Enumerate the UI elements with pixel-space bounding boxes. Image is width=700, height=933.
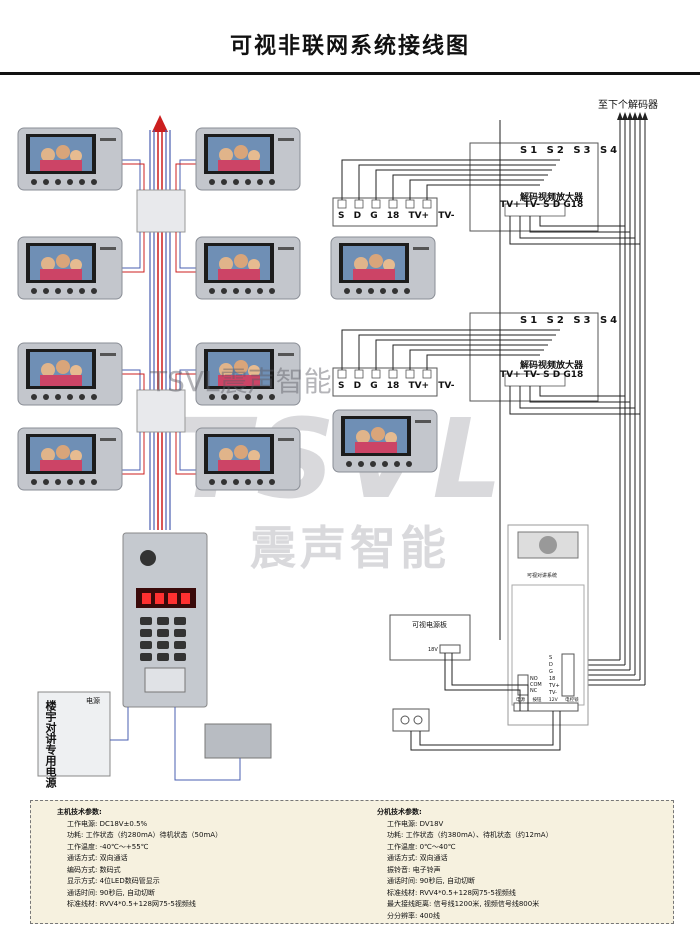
- decoder-box-2: [469, 312, 599, 402]
- power-board-port: 18V: [428, 647, 438, 653]
- title-underline: [0, 72, 700, 75]
- indoor-monitor: [195, 236, 301, 300]
- power-board-label: 可视电源板: [412, 621, 447, 629]
- indoor-monitor: [17, 127, 123, 191]
- decoder-1-switches: S1 S2 S3 S4: [520, 145, 621, 156]
- host-spec-item: 通话时间: 90秒后, 自动切断: [67, 888, 155, 897]
- system-label: 可视对讲系统: [527, 573, 558, 579]
- monitor-1-terminal-labels: S D G 18 TV+ TV-: [338, 211, 455, 221]
- indoor-monitor: [195, 127, 301, 191]
- right-panel-bottom: 电源 按钮 12V 电控锁: [516, 698, 579, 703]
- host-specs: 主机技术参数: 工作电源: DC18V±0.5% 功耗: 工作状态（约280mA…: [57, 807, 357, 911]
- camera-icon: [140, 550, 156, 566]
- decoder-2-terminals: TV+ TV- S D G18: [500, 370, 584, 380]
- sub-spec-item: 工作温度: 0℃～40℃: [387, 842, 456, 851]
- host-spec-item: 通话方式: 双向通话: [67, 854, 128, 862]
- decoder-2-name: 解码视频放大器: [520, 361, 584, 371]
- sub-spec-item: 标准线材: RVV4*0.5+128网75-5视频线: [387, 888, 516, 897]
- lock-box: [392, 708, 430, 732]
- host-spec-item: 工作温度: -40℃～+55℃: [67, 842, 149, 851]
- indoor-monitor: [195, 427, 301, 491]
- power-box-label: 楼宇对讲专用电源: [44, 700, 57, 788]
- decoder-1-terminals: TV+ TV- S D G18: [500, 200, 584, 210]
- monitor-2-terminal-labels: S D G 18 TV+ TV-: [338, 381, 455, 391]
- sub-spec-item: 最大接线距离: 信号线1200米, 视频信号线800米: [387, 900, 540, 908]
- host-spec-item: 工作电源: DC18V±0.5%: [67, 819, 148, 828]
- host-spec-item: 功耗: 工作状态（约280mA）待机状态（50mA）: [67, 831, 223, 839]
- electric-lock: [204, 723, 272, 759]
- indoor-monitor: [17, 236, 123, 300]
- indoor-monitor: [330, 236, 436, 300]
- page-title: 可视非联网系统接线图: [229, 34, 470, 59]
- sub-specs-header: 分机技术参数:: [377, 808, 422, 816]
- sub-spec-item: 通话时间: 90秒后, 自动切断: [387, 877, 475, 885]
- host-spec-item: 编码方式: 数码式: [67, 865, 121, 874]
- specs-box: 主机技术参数: 工作电源: DC18V±0.5% 功耗: 工作状态（约280mA…: [30, 800, 674, 924]
- sub-spec-item: 通话方式: 双向通话: [387, 854, 448, 862]
- sub-spec-item: 分分辨率: 400线: [387, 911, 440, 920]
- sub-specs: 分机技术参数: 工作电源: DV18V 功耗: 工作状态（约380mA）、待机状…: [377, 807, 667, 922]
- watermark-top: TSVL震声智能: [150, 365, 332, 398]
- distributor-box-2: [136, 389, 186, 433]
- indoor-monitor: [17, 342, 123, 406]
- next-decoder-label: 至下个解码器: [598, 100, 658, 111]
- host-spec-item: 显示方式: 4位LED数码管显示: [67, 877, 160, 885]
- indoor-monitor: [17, 427, 123, 491]
- decoder-box-1: [469, 142, 599, 232]
- indoor-monitor: [332, 409, 438, 473]
- monitor-terminal-strip-1: [332, 197, 438, 227]
- host-specs-header: 主机技术参数:: [57, 808, 102, 816]
- decoder-1-name: 解码视频放大器: [520, 193, 584, 203]
- distributor-box-1: [136, 189, 186, 233]
- power-box-small: 电源: [86, 697, 100, 705]
- monitor-terminal-strip-2: [332, 367, 438, 397]
- host-spec-item: 标准线材: RVV4*0.5+128网75-5视频线: [67, 900, 196, 908]
- decoder-2-switches: S1 S2 S3 S4: [520, 315, 621, 326]
- sub-spec-item: 工作电源: DV18V: [387, 819, 444, 828]
- sub-spec-item: 振铃音: 电子铃声: [387, 865, 441, 874]
- sub-spec-item: 功耗: 工作状态（约380mA）、待机状态（约12mA）: [387, 831, 553, 839]
- card-reader: [144, 667, 186, 693]
- up-arrow: [152, 115, 168, 132]
- power-supply-box: [37, 691, 111, 777]
- watermark-cn: 震声智能: [250, 521, 450, 575]
